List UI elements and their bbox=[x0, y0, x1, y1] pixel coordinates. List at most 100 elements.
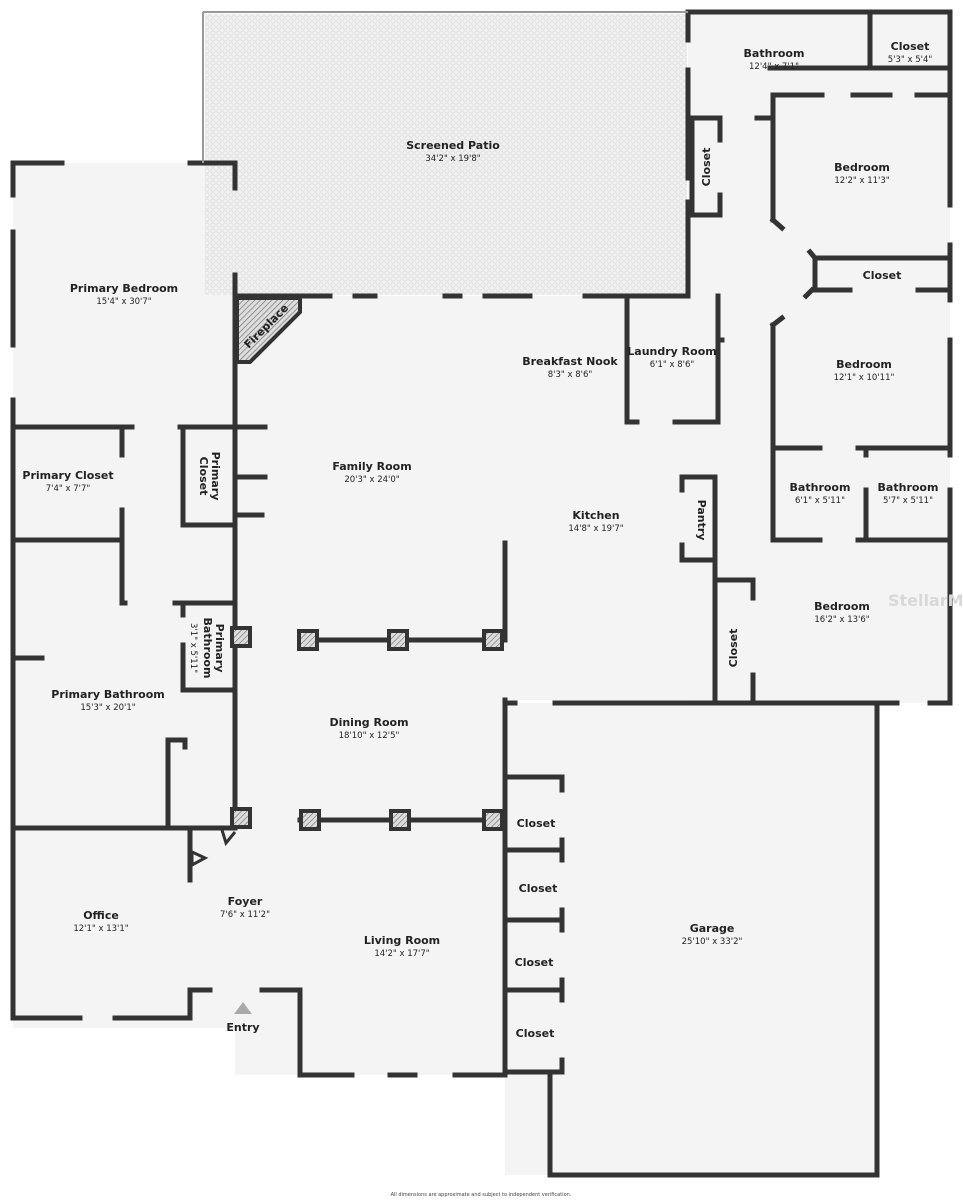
watermark: StellarMLS bbox=[888, 591, 963, 610]
room-living-room: Living Room 14'2" x 17'7" bbox=[364, 934, 440, 959]
room-pantry: Pantry bbox=[695, 500, 708, 541]
room-dimensions: 12'1" x 10'11" bbox=[834, 373, 895, 383]
room-name: Living Room bbox=[364, 934, 440, 947]
floor-area bbox=[190, 828, 300, 990]
column bbox=[230, 626, 252, 648]
room-name: Closet bbox=[515, 956, 554, 969]
wall bbox=[769, 216, 786, 232]
room-dimensions: 16'2" x 13'6" bbox=[814, 615, 869, 625]
room-name: PrimaryCloset bbox=[197, 452, 222, 501]
room-closet-g2: Closet bbox=[519, 882, 558, 895]
room-name: Closet bbox=[519, 882, 558, 895]
room-screened-patio: Screened Patio 34'2" x 19'8" bbox=[406, 139, 500, 164]
footer-disclaimer: All dimensions are approximate and subje… bbox=[391, 1192, 572, 1198]
entry-arrow-icon bbox=[234, 1002, 252, 1014]
room-name: Bathroom bbox=[878, 481, 939, 494]
room-dimensions: 6'1" x 5'11" bbox=[795, 496, 845, 506]
room-closet-g3: Closet bbox=[515, 956, 554, 969]
room-name: Closet bbox=[863, 269, 902, 282]
room-dimensions: 15'3" x 20'1" bbox=[80, 703, 135, 713]
column bbox=[482, 809, 504, 831]
room-name: Laundry Room bbox=[627, 345, 716, 358]
room-name: Closet bbox=[891, 40, 930, 53]
room-closet-bed3: Closet bbox=[727, 629, 740, 668]
room-name: Primary Bedroom bbox=[70, 282, 178, 295]
room-name: Kitchen bbox=[572, 509, 619, 522]
room-name: Closet bbox=[727, 629, 740, 668]
column bbox=[482, 629, 504, 651]
room-dimensions: 5'3" x 5'4" bbox=[888, 55, 933, 65]
column bbox=[387, 629, 409, 651]
floor-fills bbox=[13, 12, 950, 1175]
floor-area bbox=[505, 703, 877, 1175]
room-foyer: Foyer 7'6" x 11'2" bbox=[220, 895, 270, 920]
room-dining-room: Dining Room 18'10" x 12'5" bbox=[329, 716, 408, 741]
room-name: Closet bbox=[700, 148, 713, 187]
room-closet-g1: Closet bbox=[517, 817, 556, 830]
room-name: Bathroom bbox=[744, 47, 805, 60]
room-name: Dining Room bbox=[329, 716, 408, 729]
room-dimensions: 12'2" x 11'3" bbox=[834, 176, 889, 186]
room-name: Primary Closet bbox=[22, 469, 113, 482]
room-name: PrimaryBathroom bbox=[201, 618, 226, 679]
room-kitchen: Kitchen 14'8" x 19'7" bbox=[568, 509, 623, 534]
room-dimensions: 14'2" x 17'7" bbox=[374, 949, 429, 959]
room-bathroom-1: Bathroom 12'4" x 7'1" bbox=[744, 47, 805, 72]
room-closet-mid: Closet bbox=[863, 269, 902, 282]
room-primary-closet-2: PrimaryCloset bbox=[197, 452, 222, 501]
room-name: Closet bbox=[517, 817, 556, 830]
room-primary-bathroom: Primary Bathroom 15'3" x 20'1" bbox=[51, 688, 164, 713]
room-dimensions: 15'4" x 30'7" bbox=[96, 297, 151, 307]
room-name: Breakfast Nook bbox=[522, 355, 618, 368]
room-name: Bedroom bbox=[836, 358, 892, 371]
door-marker bbox=[190, 849, 209, 868]
room-name: Garage bbox=[690, 922, 735, 935]
wall bbox=[802, 286, 816, 300]
room-name: Bathroom bbox=[790, 481, 851, 494]
room-name: Pantry bbox=[695, 500, 708, 541]
room-closet-hall: Closet bbox=[700, 148, 713, 187]
room-family-room: Family Room 20'3" x 24'0" bbox=[332, 460, 411, 485]
patio-floor bbox=[205, 14, 687, 295]
entry-label: Entry bbox=[226, 1021, 259, 1034]
room-primary-closet: Primary Closet 7'4" x 7'7" bbox=[22, 469, 113, 494]
room-bathroom-3: Bathroom 5'7" x 5'11" bbox=[878, 481, 939, 506]
room-dimensions: 12'1" x 13'1" bbox=[73, 924, 128, 934]
room-dimensions: 3'1" x 5'11" bbox=[188, 623, 198, 673]
room-dimensions: 7'6" x 11'2" bbox=[220, 910, 270, 920]
room-dimensions: 20'3" x 24'0" bbox=[344, 475, 399, 485]
room-name: Bedroom bbox=[814, 600, 870, 613]
walls bbox=[10, 9, 953, 1178]
room-dimensions: 12'4" x 7'1" bbox=[749, 62, 799, 72]
room-name: Family Room bbox=[332, 460, 411, 473]
column bbox=[389, 809, 411, 831]
floor-area bbox=[688, 12, 950, 703]
room-dimensions: 34'2" x 19'8" bbox=[425, 154, 480, 164]
room-laundry-room: Laundry Room 6'1" x 8'6" bbox=[627, 345, 716, 370]
room-dimensions: 7'4" x 7'7" bbox=[46, 484, 91, 494]
column bbox=[299, 809, 321, 831]
column bbox=[297, 629, 319, 651]
room-dimensions: 8'3" x 8'6" bbox=[548, 370, 593, 380]
room-dimensions: 5'7" x 5'11" bbox=[883, 496, 933, 506]
room-dimensions: 14'8" x 19'7" bbox=[568, 524, 623, 534]
room-dimensions: 6'1" x 8'6" bbox=[650, 360, 695, 370]
room-name: Primary Bathroom bbox=[51, 688, 164, 701]
room-name: Closet bbox=[516, 1027, 555, 1040]
room-dimensions: 25'10" x 33'2" bbox=[682, 937, 743, 947]
room-name: Screened Patio bbox=[406, 139, 500, 152]
room-name: Foyer bbox=[228, 895, 263, 908]
room-breakfast-nook: Breakfast Nook 8'3" x 8'6" bbox=[522, 355, 618, 380]
room-primary-bedroom: Primary Bedroom 15'4" x 30'7" bbox=[70, 282, 178, 307]
room-bathroom-2: Bathroom 6'1" x 5'11" bbox=[790, 481, 851, 506]
room-closet-g4: Closet bbox=[516, 1027, 555, 1040]
room-closet-ne: Closet 5'3" x 5'4" bbox=[888, 40, 933, 65]
door-marker bbox=[220, 829, 237, 847]
column bbox=[230, 807, 252, 829]
room-garage: Garage 25'10" x 33'2" bbox=[682, 922, 743, 947]
room-dimensions: 18'10" x 12'5" bbox=[339, 731, 400, 741]
